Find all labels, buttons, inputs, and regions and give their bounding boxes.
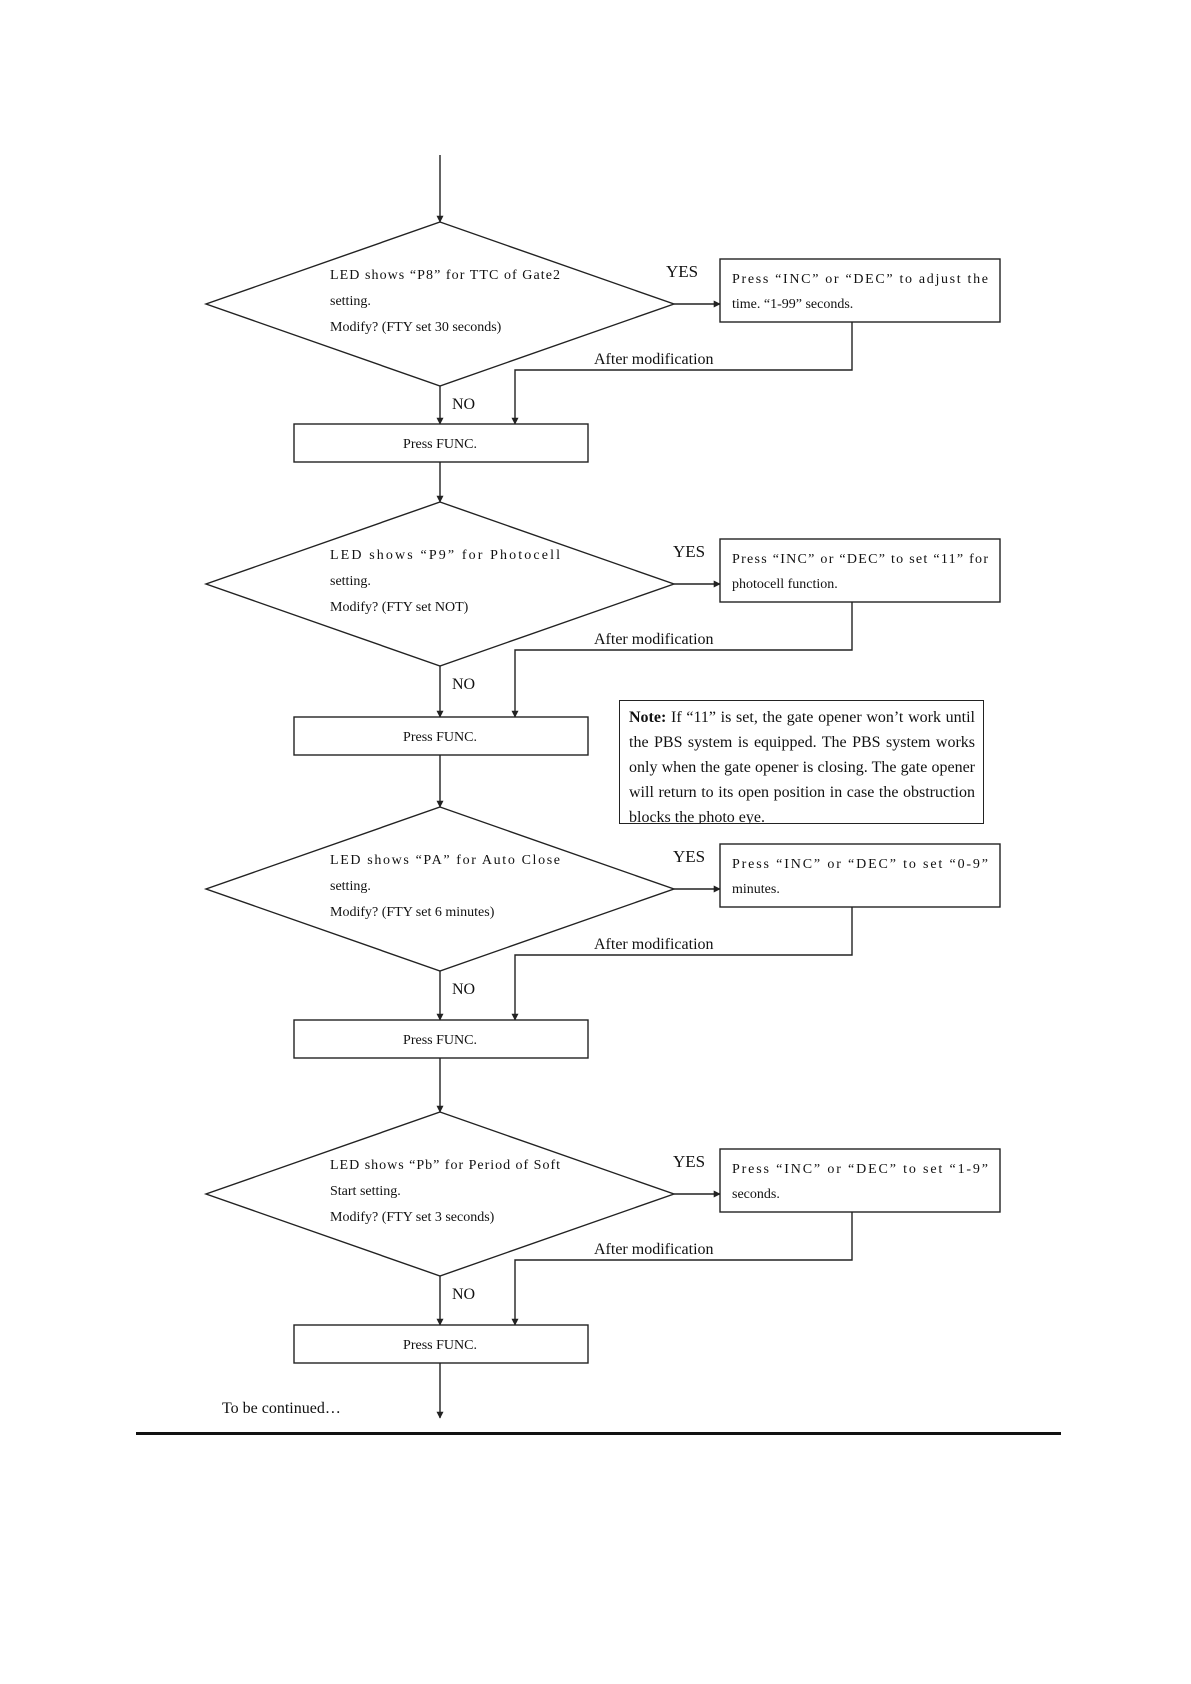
no-label: NO bbox=[452, 676, 475, 693]
func-label: Press FUNC. bbox=[403, 730, 477, 745]
decision-text-line: setting. bbox=[330, 879, 371, 894]
to-be-continued-label: To be continued… bbox=[222, 1400, 341, 1417]
action-box bbox=[719, 843, 1001, 908]
yes-label: YES bbox=[673, 1152, 705, 1171]
decision-text-line: Modify? (FTY set 30 seconds) bbox=[330, 320, 502, 335]
note-text: If “11” is set, the gate opener won’t wo… bbox=[629, 709, 975, 824]
decision-text-line: LED shows “P8” for TTC of Gate2 bbox=[330, 268, 560, 283]
decision-text-line: LED shows “Pb” for Period of Soft bbox=[330, 1158, 560, 1173]
after-modification-arrow bbox=[511, 322, 853, 425]
decision-text-line: Modify? (FTY set 6 minutes) bbox=[330, 905, 495, 920]
func-box bbox=[293, 423, 589, 463]
func-label: Press FUNC. bbox=[403, 1338, 477, 1353]
note-box: Note: If “11” is set, the gate opener wo… bbox=[619, 700, 984, 824]
action-box bbox=[719, 1148, 1001, 1213]
action-text-line: Press “INC” or “DEC” to adjust the bbox=[732, 272, 988, 287]
footer-rule bbox=[136, 1432, 1061, 1435]
action-text-line: Press “INC” or “DEC” to set “1-9” bbox=[732, 1162, 988, 1177]
func-label: Press FUNC. bbox=[403, 437, 477, 452]
func-box bbox=[293, 1019, 589, 1059]
decision-text-line: Start setting. bbox=[330, 1184, 401, 1199]
action-text-line: photocell function. bbox=[732, 577, 838, 592]
action-box bbox=[719, 258, 1001, 323]
flow-steps: LED shows “P8” for TTC of Gate2 setting. M… bbox=[203, 155, 1001, 1419]
decision-text-line: Modify? (FTY set NOT) bbox=[330, 600, 469, 615]
func-box bbox=[293, 716, 589, 756]
after-modification-arrow bbox=[511, 602, 853, 718]
no-label: NO bbox=[452, 396, 475, 413]
after-modification-label: After modification bbox=[594, 631, 714, 648]
after-modification-label: After modification bbox=[594, 1241, 714, 1258]
action-text-line: Press “INC” or “DEC” to set “0-9” bbox=[732, 857, 988, 872]
yes-label: YES bbox=[673, 847, 705, 866]
after-modification-label: After modification bbox=[594, 351, 714, 368]
yes-label: YES bbox=[666, 262, 698, 281]
action-text-line: seconds. bbox=[732, 1187, 780, 1202]
no-label: NO bbox=[452, 981, 475, 998]
step-2: LED shows “P9” for Photocell setting. Modi… bbox=[203, 501, 1001, 808]
note-heading: Note: bbox=[629, 709, 667, 726]
after-modification-label: After modification bbox=[594, 936, 714, 953]
func-box bbox=[293, 1324, 589, 1364]
after-modification-arrow bbox=[511, 907, 853, 1021]
decision-text-line: setting. bbox=[330, 574, 371, 589]
after-modification-arrow bbox=[511, 1212, 853, 1326]
yes-label: YES bbox=[673, 542, 705, 561]
decision-text-line: LED shows “P9” for Photocell bbox=[330, 548, 560, 563]
action-box bbox=[719, 538, 1001, 603]
no-label: NO bbox=[452, 1286, 475, 1303]
action-text-line: Press “INC” or “DEC” to set “11” for bbox=[732, 552, 988, 567]
step-3: LED shows “PA” for Auto Close setting. Mod… bbox=[203, 806, 1001, 1113]
action-text-line: minutes. bbox=[732, 882, 780, 897]
func-label: Press FUNC. bbox=[403, 1033, 477, 1048]
step-1: LED shows “P8” for TTC of Gate2 setting. M… bbox=[203, 221, 1001, 503]
decision-text-line: Modify? (FTY set 3 seconds) bbox=[330, 1210, 495, 1225]
action-text-line: time. “1-99” seconds. bbox=[732, 297, 853, 312]
decision-text-line: LED shows “PA” for Auto Close bbox=[330, 853, 560, 868]
decision-text-line: setting. bbox=[330, 294, 371, 309]
